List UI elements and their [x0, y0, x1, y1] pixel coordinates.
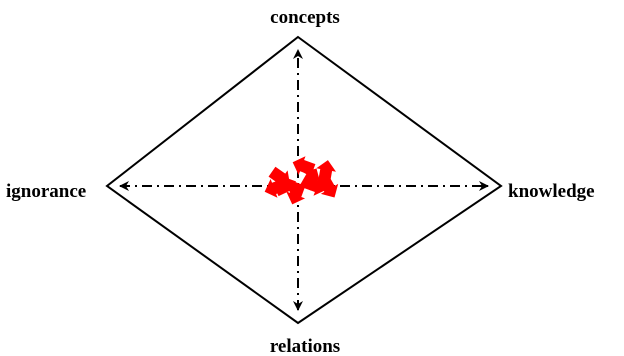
- label-knowledge: knowledge: [508, 181, 595, 202]
- diamond-outline: [105, 35, 503, 325]
- label-concepts: concepts: [270, 7, 340, 28]
- label-relations: relations: [270, 336, 340, 356]
- red-cluster-arrows-icon: [264, 156, 339, 205]
- label-ignorance: ignorance: [6, 181, 86, 202]
